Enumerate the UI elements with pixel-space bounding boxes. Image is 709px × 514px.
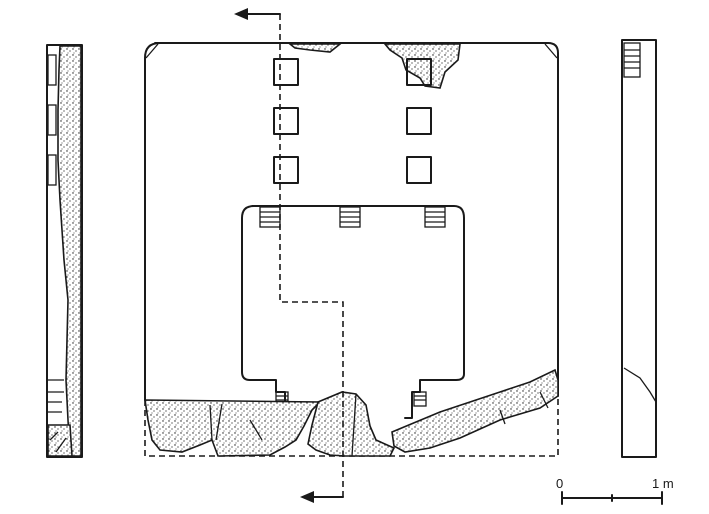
step-markers [259, 206, 446, 407]
mortise-hole [273, 107, 299, 135]
left-section-elevation [46, 44, 83, 458]
section-line [234, 8, 344, 503]
scale-start-label: 0 [556, 476, 563, 491]
scale-bar: 0 1 m [556, 476, 674, 505]
top-edge-damage [287, 43, 343, 53]
arrowhead-top-icon [234, 8, 248, 20]
mortise-hole [273, 58, 299, 86]
central-break [307, 391, 396, 457]
mortise-holes [273, 58, 432, 184]
bottom-left-break [144, 399, 322, 457]
right-side-outline [621, 39, 657, 458]
mortise-hole [406, 156, 432, 184]
scale-end-label: 1 m [652, 476, 674, 491]
arrowhead-bottom-icon [300, 491, 314, 503]
left-section-outline [46, 44, 83, 458]
top-right-break [383, 43, 461, 89]
left-section-stipple [57, 45, 82, 457]
right-side-elevation [621, 39, 657, 458]
slab-outline [144, 42, 559, 401]
diagonal-crack [391, 368, 559, 453]
mortise-hole [406, 107, 432, 135]
left-section-blocks [47, 54, 73, 457]
inner-panel [241, 205, 465, 419]
main-plan [144, 8, 559, 503]
mortise-hole [273, 156, 299, 184]
mortise-hole [406, 58, 432, 86]
